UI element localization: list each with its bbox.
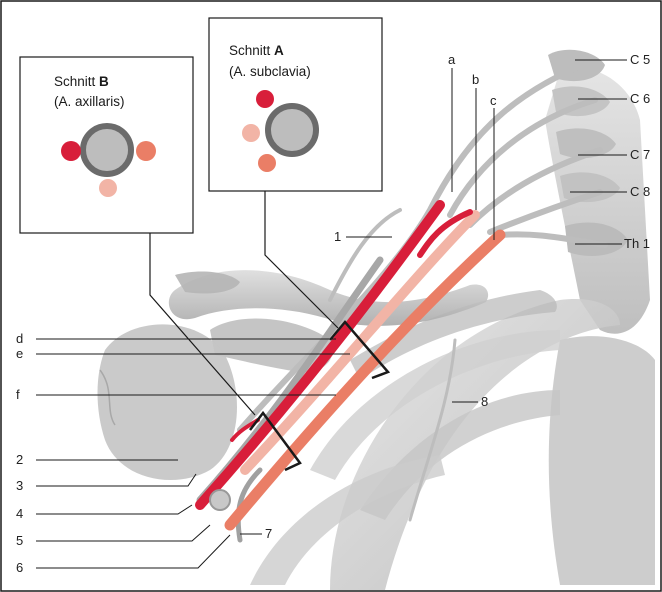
label-8: 8 [481, 394, 488, 409]
label-7: 7 [265, 526, 272, 541]
inset-b-subtitle: (A. axillaris) [54, 94, 125, 109]
inset-a-title: Schnitt A [229, 43, 284, 58]
label-th1: Th 1 [624, 236, 650, 251]
inset-b-title: Schnitt B [54, 74, 109, 89]
label-c5: C 5 [630, 52, 650, 67]
label-1: 1 [334, 229, 341, 244]
inset-b-nerve-pink [99, 179, 117, 197]
label-c7: C 7 [630, 147, 650, 162]
humerus-head [98, 324, 238, 480]
label-b: b [472, 72, 479, 87]
inset-b-nerve-orange [136, 141, 156, 161]
inset-a-nerve-red [256, 90, 274, 108]
label-c: c [490, 93, 497, 108]
inset-b-nerve-red [61, 141, 81, 161]
inset-a-subtitle: (A. subclavia) [229, 64, 311, 79]
inset-b-artery-ring [83, 126, 131, 174]
inset-a-artery-ring [268, 106, 316, 154]
vessel-cross-section [210, 490, 230, 510]
label-d: d [16, 331, 23, 346]
label-f: f [16, 387, 20, 402]
label-a: a [448, 52, 456, 67]
label-e: e [16, 346, 23, 361]
inset-section-a: Schnitt A (A. subclavia) [209, 18, 382, 191]
label-2: 2 [16, 452, 23, 467]
label-4: 4 [16, 506, 23, 521]
label-6: 6 [16, 560, 23, 575]
label-5: 5 [16, 533, 23, 548]
sternum [549, 336, 655, 585]
label-c6: C 6 [630, 91, 650, 106]
inset-a-nerve-pink [242, 124, 260, 142]
inset-a-nerve-orange [258, 154, 276, 172]
label-3: 3 [16, 478, 23, 493]
label-c8: C 8 [630, 184, 650, 199]
inset-section-b: Schnitt B (A. axillaris) [20, 57, 193, 233]
